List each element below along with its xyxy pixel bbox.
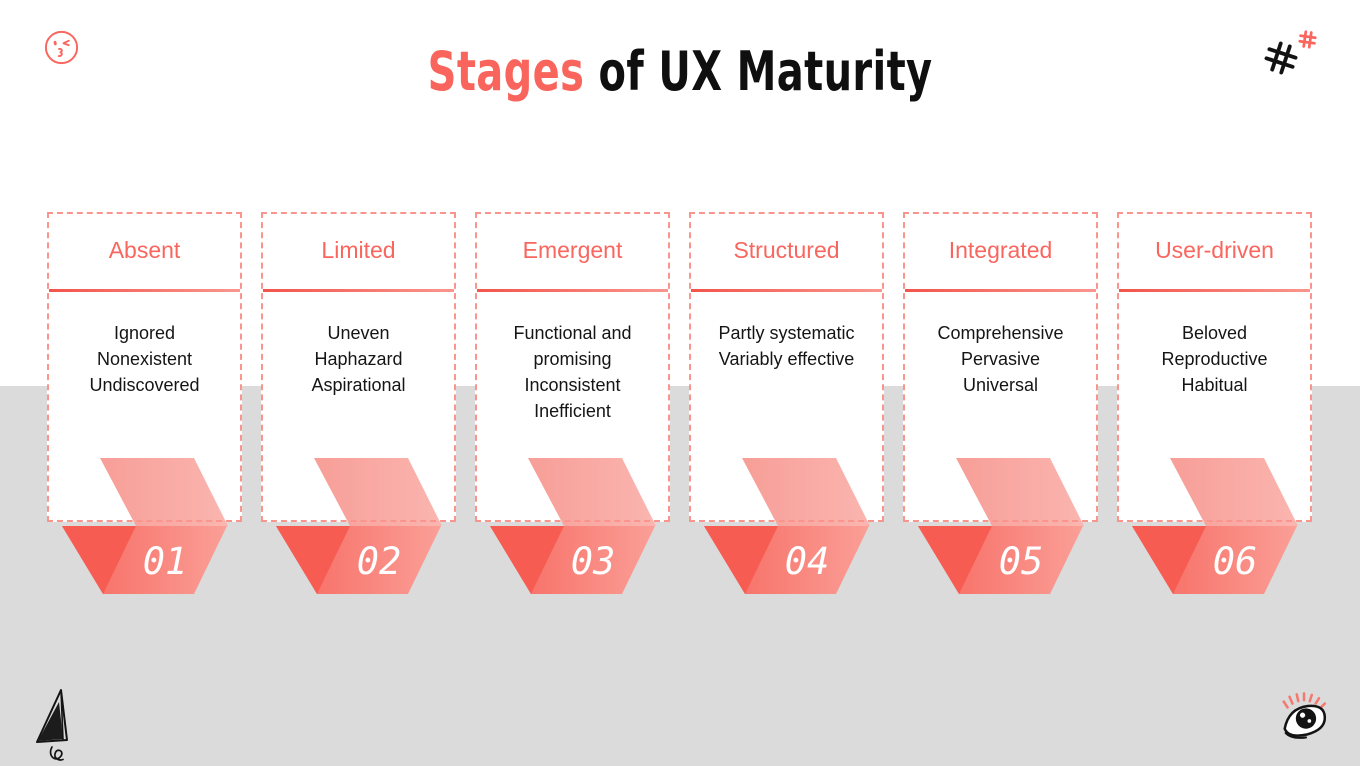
sparkle-icon-coral — [1298, 30, 1317, 49]
title-divider — [477, 289, 668, 292]
stage-title: User-driven — [1155, 237, 1274, 263]
title-divider — [49, 289, 240, 292]
stage-number: 02 — [357, 540, 402, 583]
stage-number: 03 — [571, 540, 616, 583]
paper-plane-doodle — [36, 689, 68, 761]
sparkle-icon-black — [1264, 41, 1298, 75]
stage-description: Beloved Reproductive Habitual — [1161, 323, 1268, 395]
stage-description: Partly systematic Variably effective — [718, 323, 855, 369]
stage-description: Comprehensive Pervasive Universal — [937, 323, 1064, 395]
stage-title: Limited — [321, 237, 396, 263]
stage-ribbon-arrow: 06 — [1132, 458, 1298, 594]
stage-description: Uneven Haphazard Aspirational — [311, 323, 406, 395]
stage-ribbon-arrow: 03 — [490, 458, 656, 594]
stages-row: Absent Ignored Nonexistent Undiscovered … — [47, 212, 1312, 594]
stage-card-integrated: Integrated Comprehensive Pervasive Unive… — [903, 212, 1098, 594]
title-divider — [691, 289, 882, 292]
stage-description: Functional and promising Inconsistent In… — [513, 323, 632, 421]
stage-number: 05 — [999, 540, 1044, 583]
stage-number: 06 — [1213, 540, 1258, 583]
page-title-rest: of UX Maturity — [584, 40, 933, 103]
title-divider — [263, 289, 454, 292]
title-divider — [1119, 289, 1310, 292]
stage-ribbon-arrow: 02 — [276, 458, 442, 594]
title-divider — [905, 289, 1096, 292]
eye-doodle — [1282, 692, 1327, 739]
stage-title: Emergent — [522, 237, 623, 263]
stage-title: Integrated — [948, 237, 1053, 263]
stage-card-user-driven: User-driven Beloved Reproductive Habitua… — [1117, 212, 1312, 594]
stage-title: Structured — [733, 237, 840, 263]
stage-card-limited: Limited Uneven Haphazard Aspirational 02 — [261, 212, 456, 594]
page-title-accent: Stages — [427, 40, 585, 103]
stage-card-emergent: Emergent Functional and promising Incons… — [475, 212, 670, 594]
stage-description: Ignored Nonexistent Undiscovered — [89, 323, 200, 395]
stage-ribbon-arrow: 01 — [62, 458, 228, 594]
stage-number: 04 — [785, 540, 830, 583]
stage-card-structured: Structured Partly systematic Variably ef… — [689, 212, 884, 594]
kiss-face-icon — [44, 30, 79, 65]
page-title: Stages of UX Maturity — [0, 40, 1360, 103]
stage-ribbon-arrow: 04 — [704, 458, 870, 594]
stage-number: 01 — [143, 540, 188, 583]
stage-ribbon-arrow: 05 — [918, 458, 1084, 594]
stage-title: Absent — [108, 237, 181, 263]
stage-card-absent: Absent Ignored Nonexistent Undiscovered … — [47, 212, 242, 594]
